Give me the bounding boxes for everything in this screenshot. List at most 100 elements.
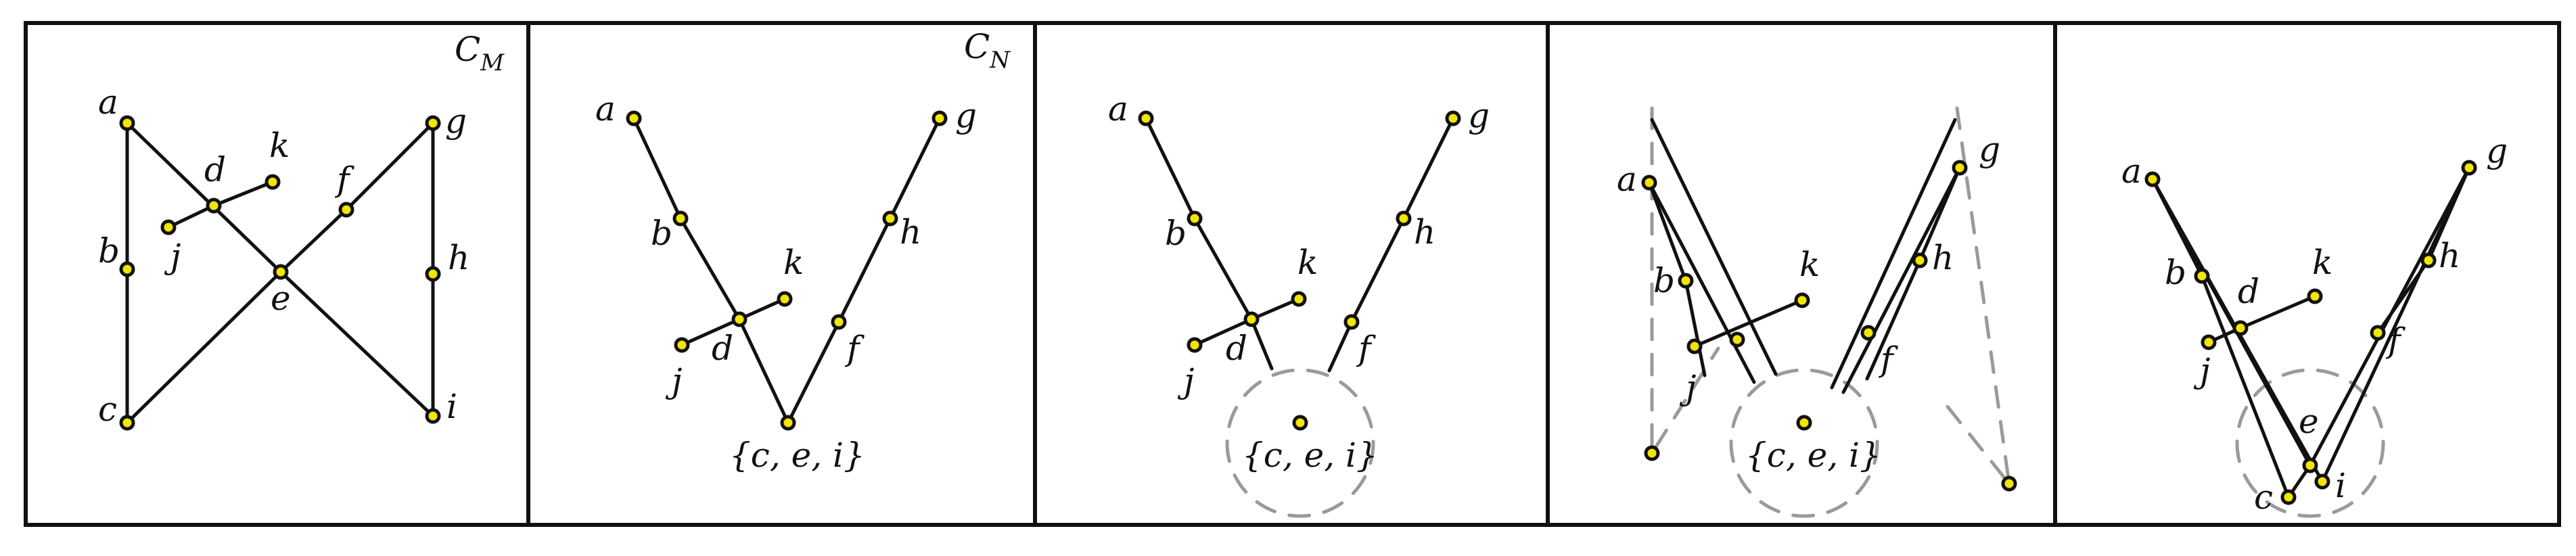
panel-4: a b j k f g h {c, e, i}	[1617, 106, 2017, 518]
edge-c-e	[125, 270, 283, 425]
edge-f-h	[837, 216, 892, 324]
node-b	[1187, 210, 1203, 227]
edge-g-h	[1918, 166, 1962, 262]
edge-d-cei	[737, 317, 790, 425]
node-i	[425, 408, 441, 424]
node-cei	[780, 415, 796, 431]
node-g	[1952, 160, 1968, 176]
label-j: j	[665, 361, 683, 400]
label-g: g	[2486, 131, 2508, 170]
node-k	[2307, 288, 2323, 304]
label-h: h	[448, 238, 469, 277]
label-e: e	[271, 279, 291, 318]
node-g	[932, 110, 948, 126]
node-c	[2280, 489, 2297, 505]
edge-e-f	[279, 208, 348, 274]
node-a	[119, 115, 135, 131]
label-e: e	[2299, 402, 2319, 441]
edge-b-d	[678, 216, 741, 321]
panel-3: a b d j k f g h {c, e, i}	[1108, 89, 1490, 518]
label-k: k	[2312, 243, 2332, 282]
label-h: h	[1932, 238, 1954, 277]
label-k: k	[1297, 243, 1318, 282]
dashed-circle	[1729, 368, 1879, 518]
label-g: g	[955, 96, 977, 135]
node-j	[2201, 334, 2217, 350]
edge-d-k	[737, 297, 787, 321]
node-b	[119, 261, 135, 277]
label-d: d	[204, 150, 226, 189]
label-f: f	[2385, 321, 2406, 360]
panel-5: a b d j k e c i f g h	[2121, 131, 2508, 518]
edge-b-c	[2200, 274, 2291, 499]
node-f	[1343, 314, 1360, 330]
edge-g-i	[2320, 166, 2471, 484]
label-d: d	[712, 329, 733, 368]
edge-a-b	[1144, 116, 1197, 221]
node-b	[1678, 273, 1694, 289]
label-j: j	[1177, 361, 1195, 400]
edge-j-d	[166, 204, 216, 229]
node-bottom-right	[2001, 476, 2017, 492]
edge-a-b	[632, 116, 683, 221]
node-h	[1912, 252, 1928, 269]
node-a	[626, 110, 642, 126]
edge-j-k	[1693, 298, 1804, 348]
label-c: c	[98, 390, 117, 429]
node-i	[2314, 473, 2330, 490]
edge-g-e	[2308, 166, 2471, 467]
label-f: f	[1878, 340, 1898, 379]
edge-d-k	[212, 180, 275, 208]
node-j	[160, 219, 177, 235]
node-e	[273, 264, 289, 280]
node-j	[1686, 338, 1703, 354]
label-b: b	[1165, 214, 1187, 253]
panel-cn-title: CN	[964, 27, 1011, 74]
figure-frame	[24, 21, 2561, 527]
edge-a-e	[125, 121, 283, 274]
label-k: k	[1799, 245, 1820, 284]
node-b	[672, 210, 689, 227]
label-i: i	[446, 387, 457, 426]
label-c: c	[2254, 478, 2273, 517]
node-e	[2302, 457, 2318, 473]
panel-cn: CN a b d j k f g h {c, e, i}	[595, 27, 1011, 475]
node-f	[2370, 325, 2386, 341]
label-j: j	[1679, 368, 1697, 407]
node-k	[1794, 292, 1810, 308]
dashed-circle	[1225, 368, 1375, 518]
node-h	[2420, 252, 2437, 269]
node-h	[425, 266, 441, 282]
label-a: a	[1108, 89, 1128, 129]
node-k	[777, 291, 793, 307]
dashed-left-wedge	[1650, 106, 1720, 459]
label-b: b	[651, 214, 672, 253]
edge-long-left-1	[1650, 118, 1778, 376]
label-f: f	[1356, 329, 1376, 368]
edge-cei-f	[786, 320, 841, 425]
label-a: a	[1617, 160, 1637, 199]
label-k: k	[783, 243, 804, 282]
label-cei: {c, e, i}	[1242, 436, 1378, 475]
edge-b-d	[1193, 216, 1254, 321]
node-g	[1445, 110, 1461, 126]
label-f: f	[844, 329, 865, 368]
node-c	[119, 415, 135, 431]
edge-d-k	[2238, 294, 2317, 330]
label-cei: {c, e, i}	[729, 436, 865, 475]
node-g	[2461, 160, 2477, 176]
node-d	[731, 311, 748, 327]
node-h	[1396, 210, 1412, 227]
node-cei	[1292, 415, 1308, 431]
node-a	[2144, 171, 2161, 187]
node-d	[1243, 311, 1260, 327]
edge-d-k	[1249, 297, 1301, 321]
edge-j-d	[1193, 317, 1254, 347]
label-h: h	[900, 212, 921, 252]
label-h: h	[2439, 236, 2460, 275]
label-b: b	[2165, 253, 2186, 292]
panel-cm: CM a b c d e f g h i j k	[98, 30, 505, 431]
dashed-circle	[2235, 368, 2385, 518]
edge-f-h	[1350, 216, 1406, 324]
